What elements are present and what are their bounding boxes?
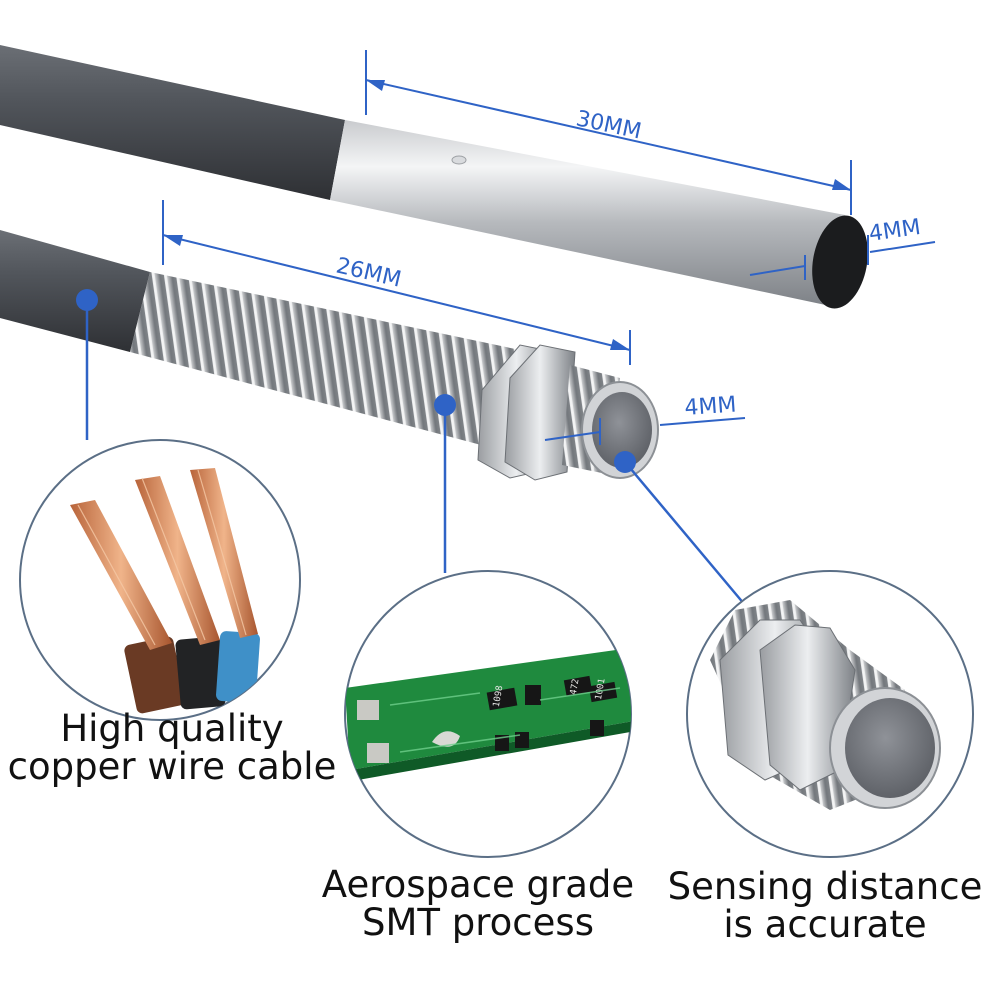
wire-detail-circle bbox=[19, 439, 301, 721]
lower-sensor-face bbox=[592, 392, 652, 468]
caption-copper-line2: copper wire cable bbox=[7, 745, 337, 788]
upper-cable bbox=[0, 45, 345, 200]
face-detail-circle bbox=[686, 570, 974, 858]
caption-copper-wire: High quality copper wire cable bbox=[2, 710, 342, 786]
dimension-label-upper-4mm: 4MM bbox=[867, 215, 922, 247]
smooth-sensor bbox=[0, 45, 868, 309]
face-detail-sensor-face bbox=[845, 698, 935, 798]
caption-smt: Aerospace grade SMT process bbox=[318, 866, 638, 942]
caption-sensing-line1: Sensing distance bbox=[667, 865, 983, 908]
caption-smt-line1: Aerospace grade bbox=[321, 863, 635, 906]
threaded-sensor bbox=[0, 230, 659, 481]
dimension-lower-4mm bbox=[544, 417, 746, 445]
caption-sensing-line2: is accurate bbox=[723, 903, 927, 946]
caption-copper-line1: High quality bbox=[60, 707, 284, 750]
threaded-body bbox=[130, 272, 520, 450]
dimension-26mm bbox=[162, 200, 631, 365]
callout-lines bbox=[85, 300, 746, 606]
callout-dot-face bbox=[614, 451, 636, 473]
dimension-label-30mm: 30MM bbox=[574, 106, 644, 144]
lower-cable bbox=[0, 230, 150, 352]
dimension-30mm bbox=[365, 50, 852, 215]
smooth-steel-body bbox=[330, 120, 845, 307]
dimension-label-26mm: 26MM bbox=[334, 253, 404, 292]
caption-sensing: Sensing distance is accurate bbox=[660, 868, 990, 944]
pcb-label-3: 1001 bbox=[594, 678, 608, 701]
hex-nut-2 bbox=[504, 344, 576, 481]
pcb-label-2: 472 bbox=[569, 678, 582, 696]
caption-smt-line2: SMT process bbox=[362, 901, 594, 944]
callout-dot-smt bbox=[434, 394, 456, 416]
dimension-label-lower-4mm: 4MM bbox=[684, 392, 738, 421]
callout-dot-cable bbox=[76, 289, 98, 311]
dimension-upper-4mm bbox=[749, 235, 936, 280]
pcb-detail-circle: 1098 472 1001 bbox=[344, 570, 632, 858]
upper-sensor-face bbox=[812, 215, 868, 309]
pcb-label-1: 1098 bbox=[492, 685, 506, 708]
